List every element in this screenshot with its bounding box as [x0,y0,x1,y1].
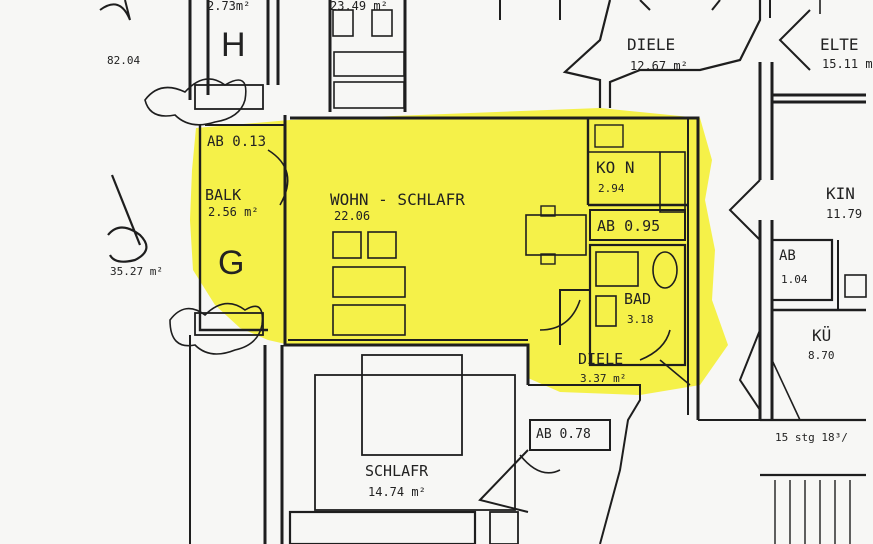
block-h-label: H [221,26,246,64]
schlafr-name: SCHLAFR [365,462,429,480]
balk-area: 2.56 m² [208,205,259,219]
elte-area: 15.11 m [822,57,873,71]
kind-area: 11.79 [826,207,863,221]
balk-name: BALK [205,186,242,204]
ab-right-area: 1.04 [781,273,808,286]
koen-name: KO N [596,158,635,177]
diele-top-name: DIELE [627,35,676,54]
block-g-label: G [218,244,245,282]
wohn-schlafr-name: WOHN - SCHLAFR [330,190,465,209]
area-top-mid-label: 23.49 m² [330,0,388,13]
ab-top-label: AB 0.13 [207,134,267,150]
wohn-schlafr-area: 22.06 [334,209,371,223]
diele-top-area: 12.67 m² [630,59,688,73]
elte-name: ELTE [820,35,859,54]
ab-mid-label: AB 0.95 [597,217,661,235]
dim-left-2-label: 35.27 m² [110,265,163,278]
diele-bottom-area: 3.37 m² [580,372,627,385]
highlight-area [190,108,728,395]
schlafr-area: 14.74 m² [368,485,426,499]
diele-bottom-name: DIELE [578,350,624,368]
kuech-area: 8.70 [808,349,835,362]
koen-area: 2.94 [598,182,625,195]
bad-name: BAD [624,290,652,308]
kind-name: KIN [826,184,855,203]
stair-note: 15 stg 18³/ [775,431,848,444]
kuech-name: KÜ [812,326,832,345]
bad-area: 3.18 [627,313,654,326]
area-top-left-label: 2.73m² [207,0,251,13]
ab-right-label: AB [779,248,796,264]
ab-bottom-label: AB 0.78 [536,427,591,442]
dim-left-label: 82.04 [107,54,141,67]
